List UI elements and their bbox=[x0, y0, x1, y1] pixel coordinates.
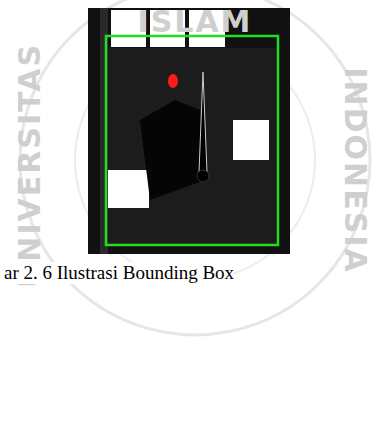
robot-shadow bbox=[140, 100, 205, 200]
robot-needle bbox=[199, 72, 207, 172]
watermark-text: ISLAM bbox=[138, 4, 253, 39]
bounding-box-illustration bbox=[88, 8, 290, 254]
target-dot bbox=[168, 74, 178, 88]
map-background bbox=[88, 8, 290, 254]
robot-pivot bbox=[197, 170, 209, 182]
watermark-text: UNIVERSITAS bbox=[13, 42, 48, 287]
watermark-text: INDONESIA bbox=[337, 67, 372, 273]
map-floor bbox=[108, 48, 278, 245]
obstacle-square bbox=[108, 170, 149, 208]
figure-caption: ar 2. 6 Ilustrasi Bounding Box bbox=[4, 262, 234, 284]
obstacle-square bbox=[233, 120, 269, 160]
bounding-box bbox=[106, 36, 278, 245]
watermark-ring bbox=[20, 0, 370, 335]
